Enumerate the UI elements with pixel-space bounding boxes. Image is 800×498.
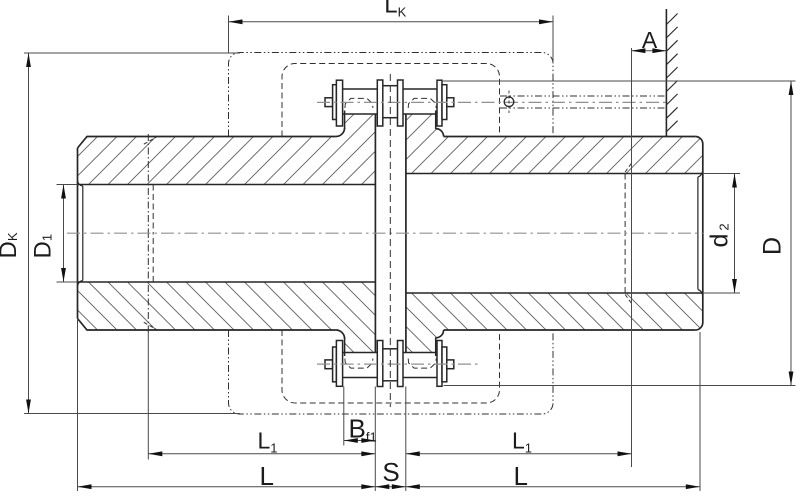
svg-text:DK: DK bbox=[0, 232, 22, 258]
svg-text:D1: D1 bbox=[30, 234, 57, 259]
svg-text:A: A bbox=[642, 27, 658, 53]
svg-text:S: S bbox=[382, 457, 399, 487]
svg-text:L: L bbox=[514, 461, 528, 491]
svg-text:L: L bbox=[260, 461, 274, 491]
svg-text:LK: LK bbox=[384, 0, 406, 20]
svg-text:D: D bbox=[759, 237, 787, 255]
